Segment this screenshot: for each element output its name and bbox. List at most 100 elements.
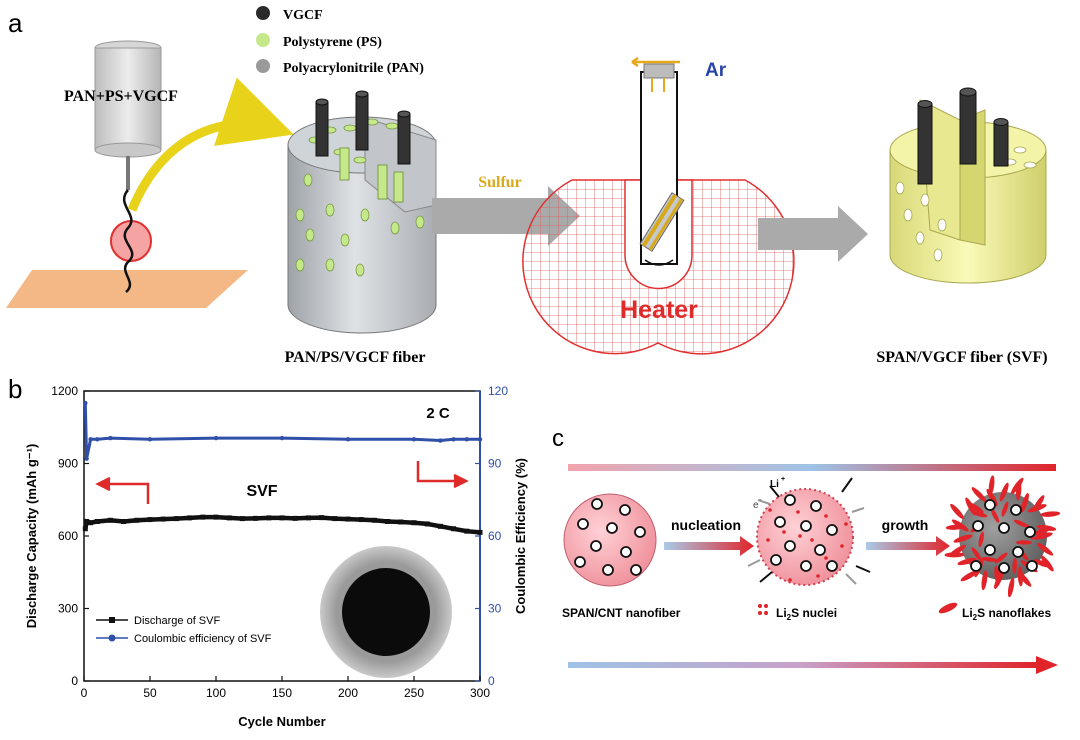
- label-nucleation: nucleation: [671, 517, 741, 533]
- fiber-left-caption: PAN/PS/VGCF fiber: [285, 349, 426, 366]
- discharge-point: [451, 526, 457, 532]
- legend-label-ce: Coulombic efficiency of SVF: [134, 633, 272, 645]
- discharge-point: [94, 519, 100, 524]
- discharge-point: [319, 515, 325, 521]
- li2s-flake-inner: [994, 552, 1008, 564]
- li2s-flake: [1036, 524, 1057, 531]
- discharge-point: [160, 516, 166, 522]
- x-tick-label: 50: [143, 686, 157, 700]
- legend-label-discharge: Discharge of SVF: [134, 615, 220, 627]
- series-line-ce: [83, 403, 480, 460]
- discharge-point: [266, 515, 272, 521]
- li2s-flake: [1033, 532, 1053, 540]
- ce-point: [88, 437, 93, 442]
- discharge-point: [84, 519, 90, 524]
- arrow-growth: [866, 536, 950, 556]
- fiber-svf: [889, 87, 1047, 284]
- arrow-nucleation: [664, 536, 754, 556]
- discharge-point: [82, 526, 88, 532]
- li2s-flake: [994, 570, 1004, 589]
- svg-text:Li2S nuclei: Li2S nuclei: [776, 606, 837, 622]
- legend-label-pan: Polyacrylonitrile (PAN): [283, 61, 424, 76]
- caption-nuclei-sub: 2: [787, 613, 792, 622]
- ce-point: [108, 435, 113, 441]
- ce-point: [213, 435, 219, 441]
- ce-point: [477, 437, 483, 442]
- panel-b-letter: b: [8, 374, 22, 404]
- li2s-flake-inner: [1012, 557, 1017, 574]
- discharge-point: [371, 517, 377, 523]
- discharge-point: [477, 529, 483, 535]
- li2s-flake: [950, 503, 965, 520]
- li2s-flake: [999, 482, 1009, 502]
- ce-point: [451, 437, 456, 442]
- li2s-flake: [945, 524, 966, 530]
- x-tick-label: 0: [81, 686, 88, 700]
- li2s-flake: [981, 570, 988, 591]
- gradient-bar-bottom: [568, 662, 1038, 668]
- discharge-point: [332, 516, 338, 522]
- legend-label-ps: Polystyrene (PS): [283, 35, 382, 50]
- discharge-point: [345, 516, 351, 522]
- caption-flakes-pre: Li: [962, 606, 973, 620]
- li2s-flake: [953, 534, 973, 543]
- svg-text:Li2S nanoflakes: Li2S nanoflakes: [962, 606, 1051, 622]
- y-axis-left-label: Discharge Capacity (mAh g⁻¹): [24, 444, 39, 629]
- ce-point: [464, 437, 469, 442]
- li2s-flake: [1017, 571, 1032, 587]
- li2s-flake: [965, 497, 976, 516]
- caption-flakes-post: S nanoflakes: [977, 606, 1051, 620]
- x-tick-label: 300: [470, 686, 490, 700]
- sample-label: SVF: [246, 483, 277, 500]
- discharge-point: [411, 520, 417, 526]
- li2s-flake-inner: [1013, 519, 1029, 528]
- ce-point: [84, 456, 89, 461]
- y-right-tick-label: 0: [488, 674, 495, 688]
- legend-label-vgcf: VGCF: [283, 8, 323, 23]
- discharge-point: [464, 528, 470, 534]
- li2s-flake: [1007, 577, 1015, 598]
- material-legend: VGCF Polystyrene (PS) Polyacrylonitrile …: [256, 6, 424, 76]
- li2s-flake: [944, 552, 965, 558]
- ce-point: [147, 437, 153, 442]
- ce-point: [279, 435, 285, 441]
- label-electron-sup: -: [759, 495, 762, 504]
- caption-nanofiber: SPAN/CNT nanofiber: [562, 606, 681, 620]
- discharge-point: [134, 517, 140, 523]
- li2s-flake-inner: [978, 531, 984, 548]
- discharge-point: [200, 514, 206, 520]
- li2s-flake: [1040, 511, 1061, 517]
- legend-dot-ps: [256, 33, 270, 47]
- discharge-point: [121, 519, 127, 524]
- label-li-ion: Li: [770, 479, 779, 490]
- discharge-point: [398, 519, 404, 525]
- legend-marker-discharge: [109, 617, 115, 623]
- label-electron: e: [753, 500, 759, 511]
- li2s-flake: [957, 557, 977, 566]
- caption-nuclei: Li2S nuclei: [758, 604, 837, 622]
- panel-c-letter: c: [552, 425, 564, 452]
- y-right-tick-label: 60: [488, 529, 502, 543]
- x-tick-label: 250: [404, 686, 424, 700]
- legend-dot-vgcf: [256, 6, 270, 20]
- li2s-flake: [971, 487, 987, 502]
- y-left-tick-label: 0: [71, 674, 78, 688]
- discharge-point: [147, 517, 153, 523]
- li2s-flake: [988, 475, 995, 496]
- discharge-point: [358, 517, 364, 523]
- legend-marker-ce: [108, 634, 116, 642]
- fiber-right-caption: SPAN/VGCF fiber (SVF): [876, 349, 1047, 366]
- discharge-point: [187, 515, 193, 521]
- discharge-point: [213, 514, 219, 520]
- label-growth: growth: [882, 517, 929, 533]
- discharge-point: [253, 515, 259, 521]
- gradient-bar-bottom-head: [1036, 656, 1058, 674]
- syringe: [94, 40, 162, 190]
- li2s-flake: [1040, 555, 1054, 572]
- y-left-tick-label: 600: [58, 529, 78, 543]
- fiber-pan-ps-vgcf: [287, 90, 437, 334]
- yellow-arrow: [127, 77, 294, 212]
